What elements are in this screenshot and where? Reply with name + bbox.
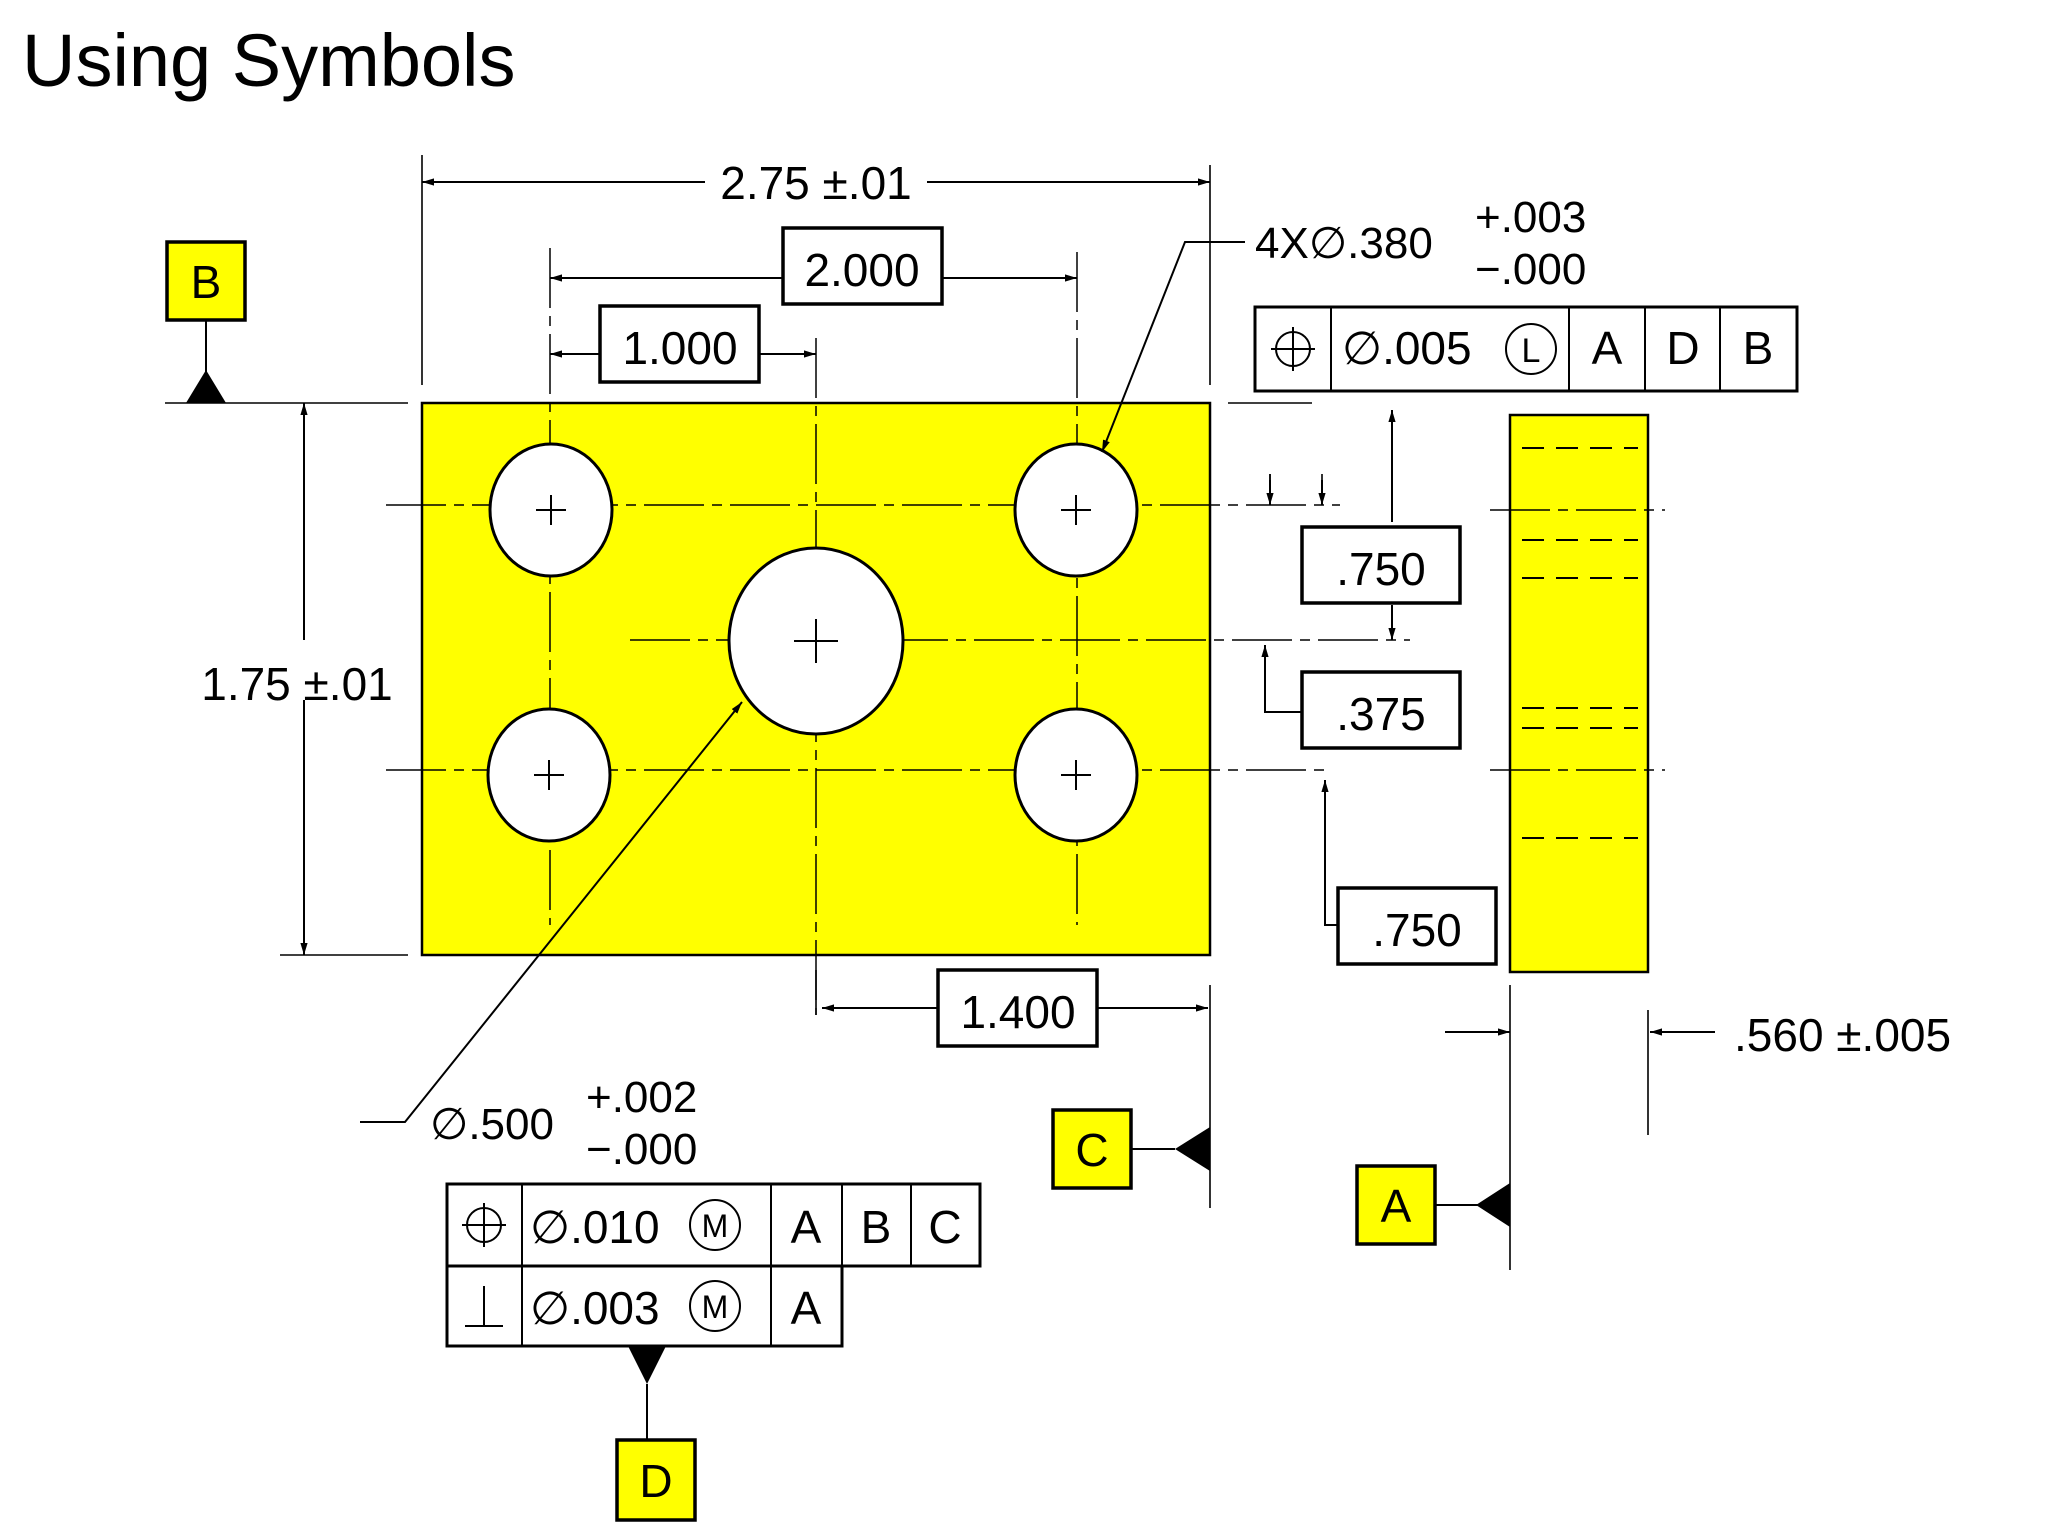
side-view: .560 ±.005 — [1445, 413, 1951, 1061]
datum-a-label: A — [1381, 1180, 1412, 1232]
fcf-small-holes: ∅.005 L A D B — [1253, 305, 1799, 393]
fcf-large-row2-datum-1: A — [791, 1282, 822, 1334]
callout-large-hole-lower-tol: −.000 — [586, 1125, 697, 1174]
datum-b-label: B — [191, 256, 222, 308]
fcf-small-datum-3: B — [1743, 322, 1774, 374]
basic-dim-box-750-right — [1336, 886, 1498, 966]
fcf-large-hole: ∅.010 M A B C ∅.003 M A — [445, 1182, 982, 1440]
dim-1400-text: 1.400 — [960, 986, 1075, 1038]
datum-a-symbol: A — [1355, 1164, 1510, 1246]
fcf-large-row1-datum-3: C — [928, 1201, 961, 1253]
fcf-large-row1-tolerance: ∅.010 — [530, 1201, 660, 1253]
dim-750-right-text: .750 — [1372, 904, 1462, 956]
datum-d-symbol: D — [615, 1438, 697, 1522]
perpendicularity-icon — [465, 1286, 503, 1327]
dim-overall-width: 2.75 ±.01 — [422, 157, 1210, 209]
svg-text:M: M — [702, 1208, 729, 1244]
dim-right-verticals: .750 .375 .750 — [1261, 410, 1498, 966]
mmc-modifier-icon: M — [689, 1280, 741, 1332]
position-icon — [1271, 327, 1315, 371]
svg-text:M: M — [702, 1289, 729, 1325]
dim-center-hole-x: 1.000 — [550, 304, 816, 384]
fcf-large-row2-tolerance: ∅.003 — [530, 1282, 660, 1334]
dim-overall-height: 1.75 ±.01 — [201, 403, 393, 955]
basic-dim-box-1000 — [598, 304, 761, 384]
side-view-part — [1508, 413, 1650, 974]
datum-b-symbol: B — [165, 240, 247, 403]
dim-375-text: .375 — [1336, 688, 1426, 740]
dim-overall-height-text: 1.75 ±.01 — [201, 658, 393, 710]
fcf-small-datum-2: D — [1666, 322, 1699, 374]
basic-dim-box-750-top — [1300, 525, 1462, 605]
fcf-large-row1-datum-2: B — [861, 1201, 892, 1253]
fcf-small-datum-1: A — [1592, 322, 1623, 374]
dim-1400: 1.400 — [815, 968, 1208, 1048]
front-view — [386, 248, 1410, 1015]
datum-d-label: D — [639, 1455, 672, 1507]
lmc-modifier-icon: L — [1505, 323, 1557, 375]
callout-small-holes-lower-tol: −.000 — [1475, 245, 1586, 294]
basic-dim-box-375 — [1300, 670, 1462, 750]
dim-hole-spacing-x: 2.000 — [550, 226, 1077, 306]
callout-small-holes-dia: 4X∅.380 — [1255, 219, 1433, 268]
dim-750-top-text: .750 — [1336, 543, 1426, 595]
datum-c-label: C — [1075, 1124, 1108, 1176]
mmc-modifier-icon: M — [689, 1199, 741, 1251]
fcf-large-row1-datum-1: A — [791, 1201, 822, 1253]
callout-large-hole-upper-tol: +.002 — [586, 1073, 697, 1122]
position-icon — [462, 1203, 506, 1247]
svg-text:L: L — [1522, 332, 1541, 370]
datum-c-symbol: C — [1051, 1108, 1210, 1190]
callout-small-holes-upper-tol: +.003 — [1475, 193, 1586, 242]
dim-1000-text: 1.000 — [622, 322, 737, 374]
callout-large-hole: ∅.500 +.002 −.000 — [430, 1073, 697, 1174]
dim-overall-width-text: 2.75 ±.01 — [720, 157, 912, 209]
leaders — [360, 241, 1245, 1123]
basic-dim-box-2000 — [781, 226, 944, 306]
basic-dim-box-1400 — [936, 968, 1099, 1048]
dim-thickness-text: .560 ±.005 — [1734, 1009, 1951, 1061]
page-title: Using Symbols — [22, 19, 516, 102]
fcf-small-tolerance: ∅.005 — [1342, 322, 1472, 374]
dim-2000-text: 2.000 — [804, 244, 919, 296]
callout-large-hole-dia: ∅.500 — [430, 1100, 554, 1149]
callout-small-holes: 4X∅.380 +.003 −.000 — [1255, 193, 1586, 294]
